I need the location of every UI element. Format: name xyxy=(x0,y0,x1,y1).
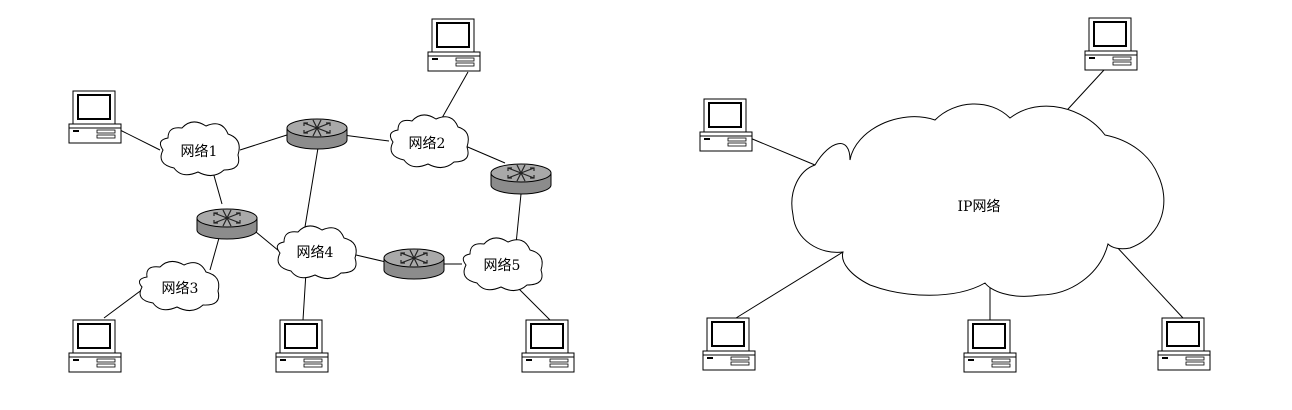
computer-right-bottom-right xyxy=(1157,317,1211,371)
computer-bottom-right xyxy=(521,319,575,373)
computer-left-top xyxy=(68,90,122,144)
computer-right-bottom-middle xyxy=(963,319,1017,373)
computer-bottom-left xyxy=(68,319,122,373)
ip-network-cloud: IP网络 xyxy=(791,103,1165,297)
network-label-1: 网络1 xyxy=(181,144,218,160)
computer-bottom-middle xyxy=(275,319,329,373)
router-middle xyxy=(383,248,445,280)
network-cloud-3: 网络3 xyxy=(138,261,220,311)
network-cloud-4: 网络4 xyxy=(276,225,357,279)
network-cloud-1: 网络1 xyxy=(159,121,240,176)
computer-top xyxy=(427,18,481,72)
network-label-4: 网络4 xyxy=(297,245,334,261)
network-cloud-2: 网络2 xyxy=(389,114,469,168)
router-right xyxy=(490,163,552,195)
network-label-5: 网络5 xyxy=(484,258,521,274)
router-left xyxy=(196,208,258,240)
network-label-3: 网络3 xyxy=(162,281,199,297)
network-label-2: 网络2 xyxy=(409,136,446,152)
computer-right-bottom-left xyxy=(702,317,756,371)
network-cloud-5: 网络5 xyxy=(462,237,543,291)
ip-network-label: IP网络 xyxy=(958,199,1001,215)
computer-right-top xyxy=(1084,17,1138,71)
router-top xyxy=(286,118,348,150)
computer-right-left xyxy=(699,98,753,152)
